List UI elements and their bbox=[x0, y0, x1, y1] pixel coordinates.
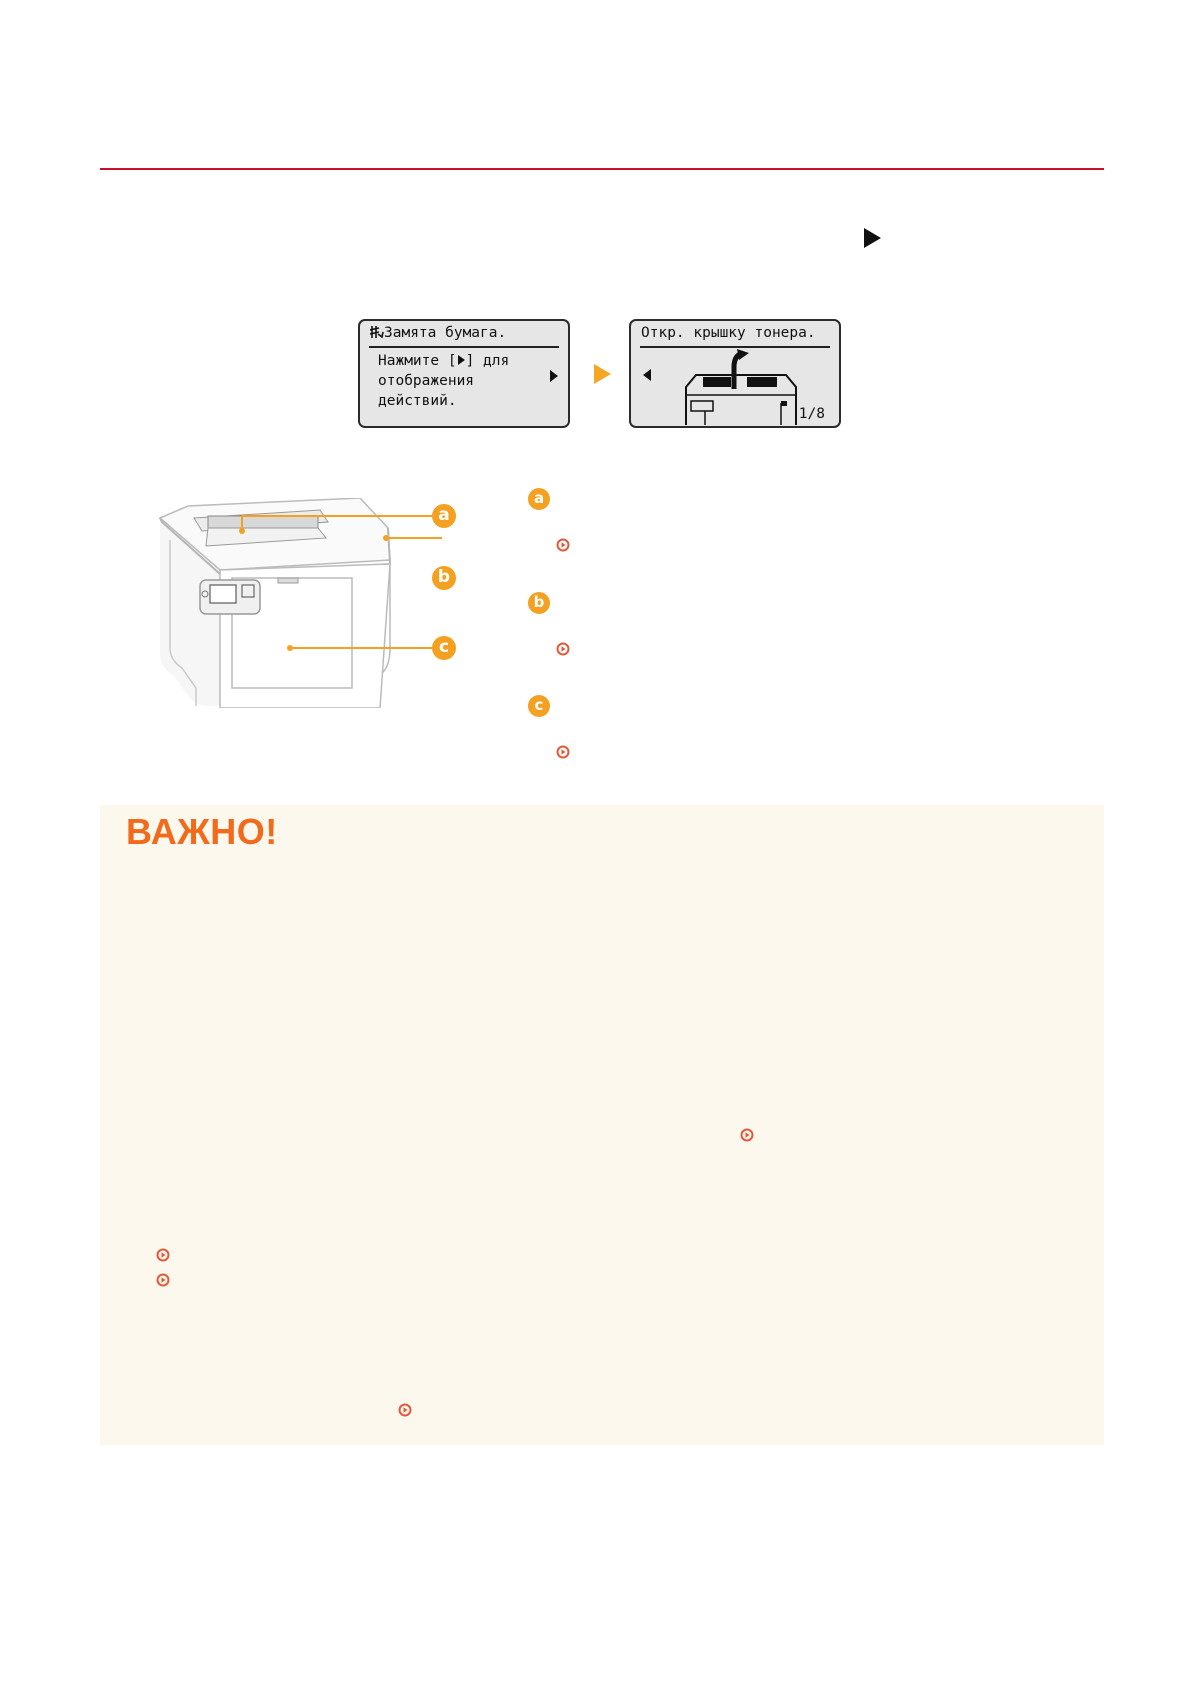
printer-cover-illustration-icon bbox=[685, 349, 797, 425]
callout-badge-a: a bbox=[432, 504, 456, 528]
play-arrow-icon bbox=[864, 228, 881, 248]
lcd-prev-icon bbox=[643, 369, 651, 381]
printer-illustration-icon bbox=[158, 498, 442, 708]
lcd-body: Нажмите [ ] для отображения действий. bbox=[378, 351, 509, 411]
lcd-next-icon bbox=[550, 370, 558, 382]
lcd-title-text: Замята бумага. bbox=[384, 325, 507, 341]
paper-jam-icon bbox=[369, 326, 384, 339]
link-arrow-icon[interactable] bbox=[556, 642, 570, 656]
link-arrow-icon[interactable] bbox=[398, 1403, 412, 1417]
lcd-page-counter: 1/8 bbox=[798, 406, 825, 422]
section-rule bbox=[100, 168, 1104, 170]
link-arrow-icon[interactable] bbox=[156, 1273, 170, 1287]
link-arrow-icon[interactable] bbox=[156, 1248, 170, 1262]
lcd-screen-open-toner-cover: Откр. крышку тонера. 1/8 bbox=[629, 319, 841, 428]
important-notice-box: ВАЖНО! bbox=[100, 805, 1104, 1445]
important-title: ВАЖНО! bbox=[126, 811, 278, 852]
list-badge-b: b bbox=[528, 592, 550, 614]
link-arrow-icon[interactable] bbox=[556, 538, 570, 552]
inline-play-icon bbox=[457, 355, 465, 365]
list-badge-c: c bbox=[528, 695, 550, 717]
callout-badge-b: b bbox=[432, 566, 456, 590]
lcd-divider bbox=[640, 346, 830, 348]
lcd-screen-paper-jam: Замята бумага. Нажмите [ ] для отображени… bbox=[358, 319, 570, 428]
link-arrow-icon[interactable] bbox=[740, 1128, 754, 1142]
lcd-line-press-end: ] для bbox=[465, 353, 510, 369]
lcd-line-actions: действий. bbox=[378, 393, 457, 409]
lcd-divider bbox=[369, 346, 559, 348]
lcd-line-press-start: Нажмите [ bbox=[378, 353, 457, 369]
callout-badge-c: c bbox=[432, 636, 456, 660]
lcd-title: Откр. крышку тонера. bbox=[641, 325, 816, 341]
lcd-title: Замята бумага. bbox=[369, 325, 507, 341]
next-step-arrow-icon bbox=[594, 364, 611, 384]
link-arrow-icon[interactable] bbox=[556, 745, 570, 759]
lcd-line-press: Нажмите [ ] для bbox=[378, 351, 509, 371]
lcd-line-display: отображения bbox=[378, 373, 475, 389]
list-badge-a: a bbox=[528, 488, 550, 510]
